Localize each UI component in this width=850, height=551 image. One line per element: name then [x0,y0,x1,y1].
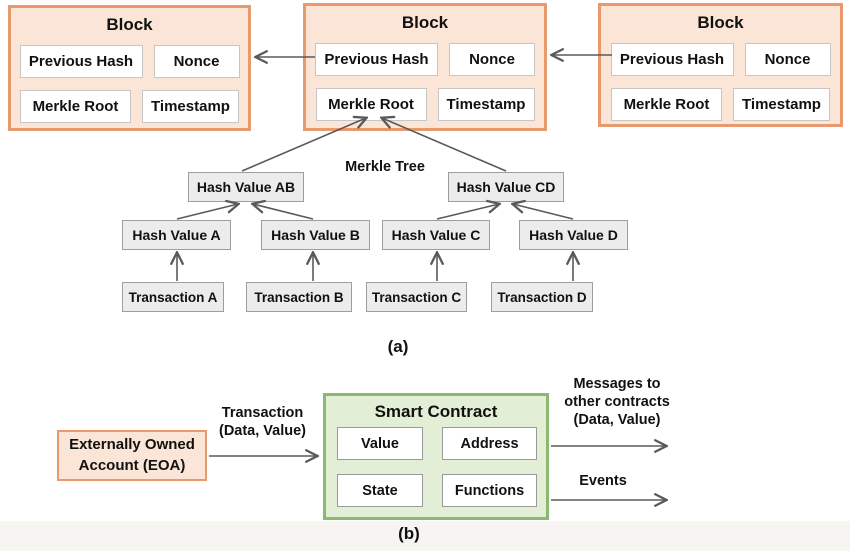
merkle-node-hash-d: Hash Value D [519,220,628,250]
arrow-hash-b-to-hash-ab [253,204,314,220]
block-2-previous-hash: Previous Hash [315,43,438,76]
block-2-nonce: Nonce [449,43,535,76]
merkle-node-hash-ab: Hash Value AB [188,172,304,202]
block-3-timestamp: Timestamp [733,88,830,121]
block-1: Block Previous Hash Nonce Merkle Root Ti… [8,5,251,131]
block-3-nonce: Nonce [744,43,831,76]
block-3-previous-hash: Previous Hash [610,43,734,76]
bottom-strip [0,521,850,551]
merkle-node-hash-c: Hash Value C [382,220,490,250]
contract-field-value: Value [337,427,423,460]
block-3-title: Block [697,13,744,32]
arrow-hash-d-to-hash-cd [513,204,574,220]
transaction-node-c: Transaction C [366,282,467,312]
merkle-node-hash-a: Hash Value A [122,220,231,250]
transaction-node-b: Transaction B [246,282,352,312]
smart-contract-title: Smart Contract [374,402,498,421]
block-1-merkle-root: Merkle Root [20,90,131,123]
block-1-nonce: Nonce [153,45,240,78]
block-2-timestamp: Timestamp [437,88,535,121]
contract-field-functions: Functions [442,474,537,507]
merkle-node-hash-cd: Hash Value CD [448,172,564,202]
transaction-node-a: Transaction A [122,282,224,312]
smart-contract-box: Smart Contract Value Address State Funct… [323,393,549,520]
transaction-arrow-label: Transaction (Data, Value) [218,405,307,440]
block-2-merkle-root: Merkle Root [315,88,427,121]
transaction-node-d: Transaction D [491,282,593,312]
block-1-timestamp: Timestamp [142,90,239,123]
merkle-tree-label: Merkle Tree [345,159,425,175]
block-2-title: Block [401,13,449,32]
part-b-caption: (b) [398,524,420,543]
contract-field-state: State [337,474,423,507]
eoa-box: Externally Owned Account (EOA) [57,430,207,481]
block-1-previous-hash: Previous Hash [19,45,143,78]
block-3: Block Previous Hash Nonce Merkle Root Ti… [598,3,843,127]
arrow-hash-a-to-hash-ab [176,204,238,220]
block-2: Block Previous Hash Nonce Merkle Root Ti… [303,3,547,131]
part-a-caption: (a) [387,337,409,356]
contract-field-address: Address [442,427,537,460]
merkle-node-hash-b: Hash Value B [261,220,370,250]
block-3-merkle-root: Merkle Root [611,88,722,121]
events-arrow-label: Events [579,473,627,489]
block-1-title: Block [106,15,153,34]
messages-arrow-label: Messages to other contracts (Data, Value… [564,376,670,429]
arrow-hash-c-to-hash-cd [436,204,499,220]
